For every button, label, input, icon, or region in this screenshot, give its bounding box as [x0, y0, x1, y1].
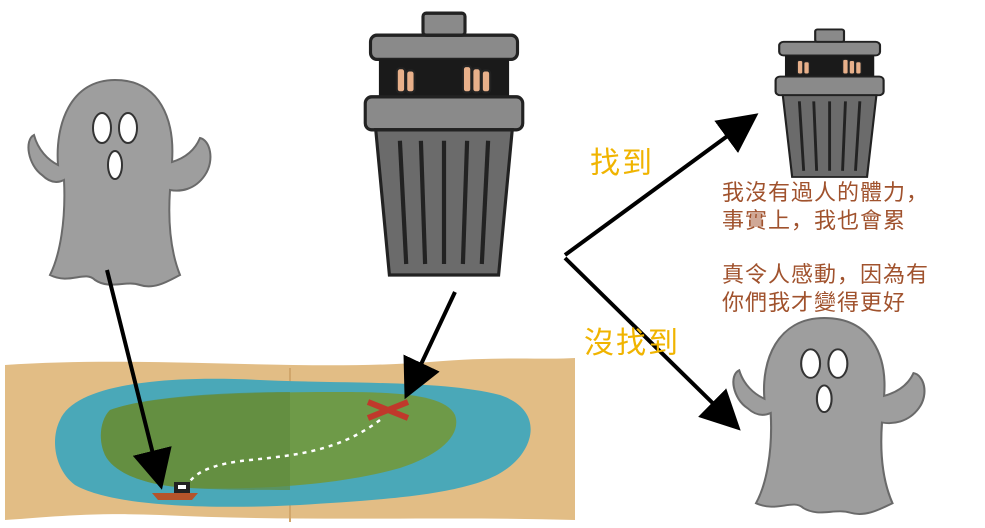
quote-trashcan: 我沒有過人的體力， 事實上，我也會累	[722, 180, 929, 236]
ghost-left-icon	[27, 79, 212, 288]
ghost-right-icon	[732, 316, 926, 516]
quote-ghost-line2: 你們我才變得更好	[722, 291, 907, 316]
trashcan-small-icon	[774, 28, 886, 179]
quote-ghost-line1: 真令人感動，因為有	[722, 263, 930, 288]
treasure-map	[5, 358, 575, 522]
arrow-not-found	[563, 256, 741, 431]
label-found: 找到	[590, 146, 654, 181]
quote-trashcan-line1: 我沒有過人的體力，	[722, 181, 930, 206]
quote-trashcan-line2: 事實上，我也會累	[722, 209, 907, 234]
quote-ghost: 真令人感動，因為有 你們我才變得更好	[722, 262, 929, 318]
arrow-ghost-to-boat	[105, 269, 172, 490]
label-not-found: 沒找到	[584, 326, 680, 361]
x-mark-icon	[366, 399, 410, 421]
trashcan-large-icon	[365, 13, 523, 275]
boat-icon	[152, 482, 198, 500]
arrow-found	[563, 113, 759, 257]
arrow-trash-to-x	[403, 291, 457, 400]
